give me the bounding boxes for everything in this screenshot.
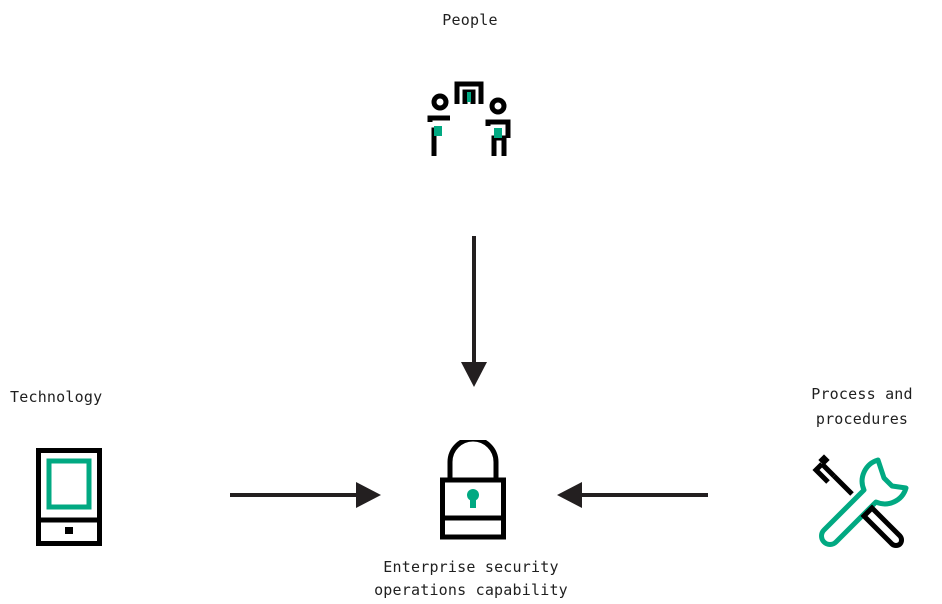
process-label-line2: procedures xyxy=(815,410,909,428)
arrow-process-to-center xyxy=(557,482,708,508)
process-label-line1: Process and xyxy=(811,385,913,403)
people-group-icon xyxy=(427,81,511,156)
people-label: People xyxy=(442,11,498,29)
center-label-line1: Enterprise security xyxy=(383,558,559,576)
tablet-device-icon xyxy=(36,448,102,546)
padlock-icon xyxy=(440,440,506,540)
wrench-screwdriver-icon xyxy=(812,454,909,548)
center-label-line2: operations capability xyxy=(374,581,568,599)
arrow-technology-to-center xyxy=(230,482,381,508)
arrow-people-to-center xyxy=(461,236,487,387)
technology-label: Technology xyxy=(10,388,103,406)
